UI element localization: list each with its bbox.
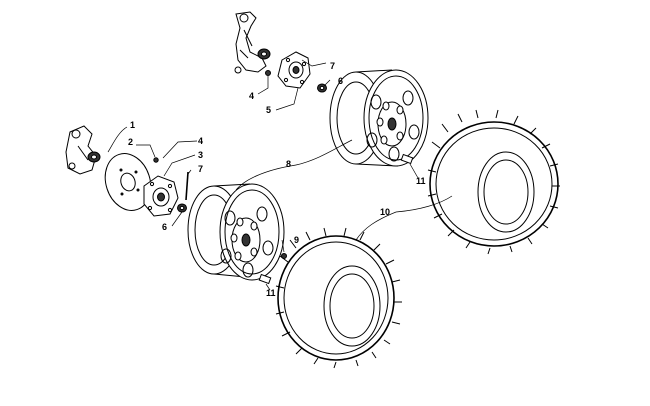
lower-bearing [87, 151, 101, 163]
lower-steering-knuckle [65, 125, 97, 175]
callout-6-lower: 6 [162, 222, 167, 232]
callout-3: 3 [198, 150, 203, 160]
callout-11-upper: 11 [416, 176, 426, 186]
upper-hub-bolt [265, 70, 271, 76]
upper-steering-knuckle [234, 11, 267, 74]
callout-8: 8 [286, 159, 291, 169]
lower-hub-nut [177, 203, 187, 213]
callout-4-upper: 4 [249, 91, 254, 101]
upper-tire [427, 109, 560, 255]
callout-7-upper: 7 [330, 61, 335, 71]
lower-valve-stem [258, 273, 272, 285]
lower-wheel-hub [143, 175, 179, 217]
leader-lines [107, 59, 453, 291]
callout-7-lower: 7 [198, 164, 203, 174]
upper-wheel-hub [277, 51, 311, 89]
callout-9: 9 [294, 235, 299, 245]
upper-valve-stem [400, 153, 414, 165]
cotter-pin [185, 171, 189, 201]
callout-4-lower: 4 [198, 136, 203, 146]
lower-tire [275, 227, 402, 369]
upper-wheel-rim [329, 69, 429, 167]
callout-2: 2 [128, 137, 133, 147]
callout-1: 1 [130, 120, 135, 130]
callout-10: 10 [380, 207, 390, 217]
lower-wheel-rim [187, 183, 285, 281]
callout-6-upper: 6 [338, 76, 343, 86]
callout-11-lower: 11 [266, 288, 276, 298]
upper-bearing [257, 48, 271, 60]
callout-5: 5 [266, 105, 271, 115]
brake-disc [104, 153, 152, 211]
disc-screw [153, 157, 159, 163]
